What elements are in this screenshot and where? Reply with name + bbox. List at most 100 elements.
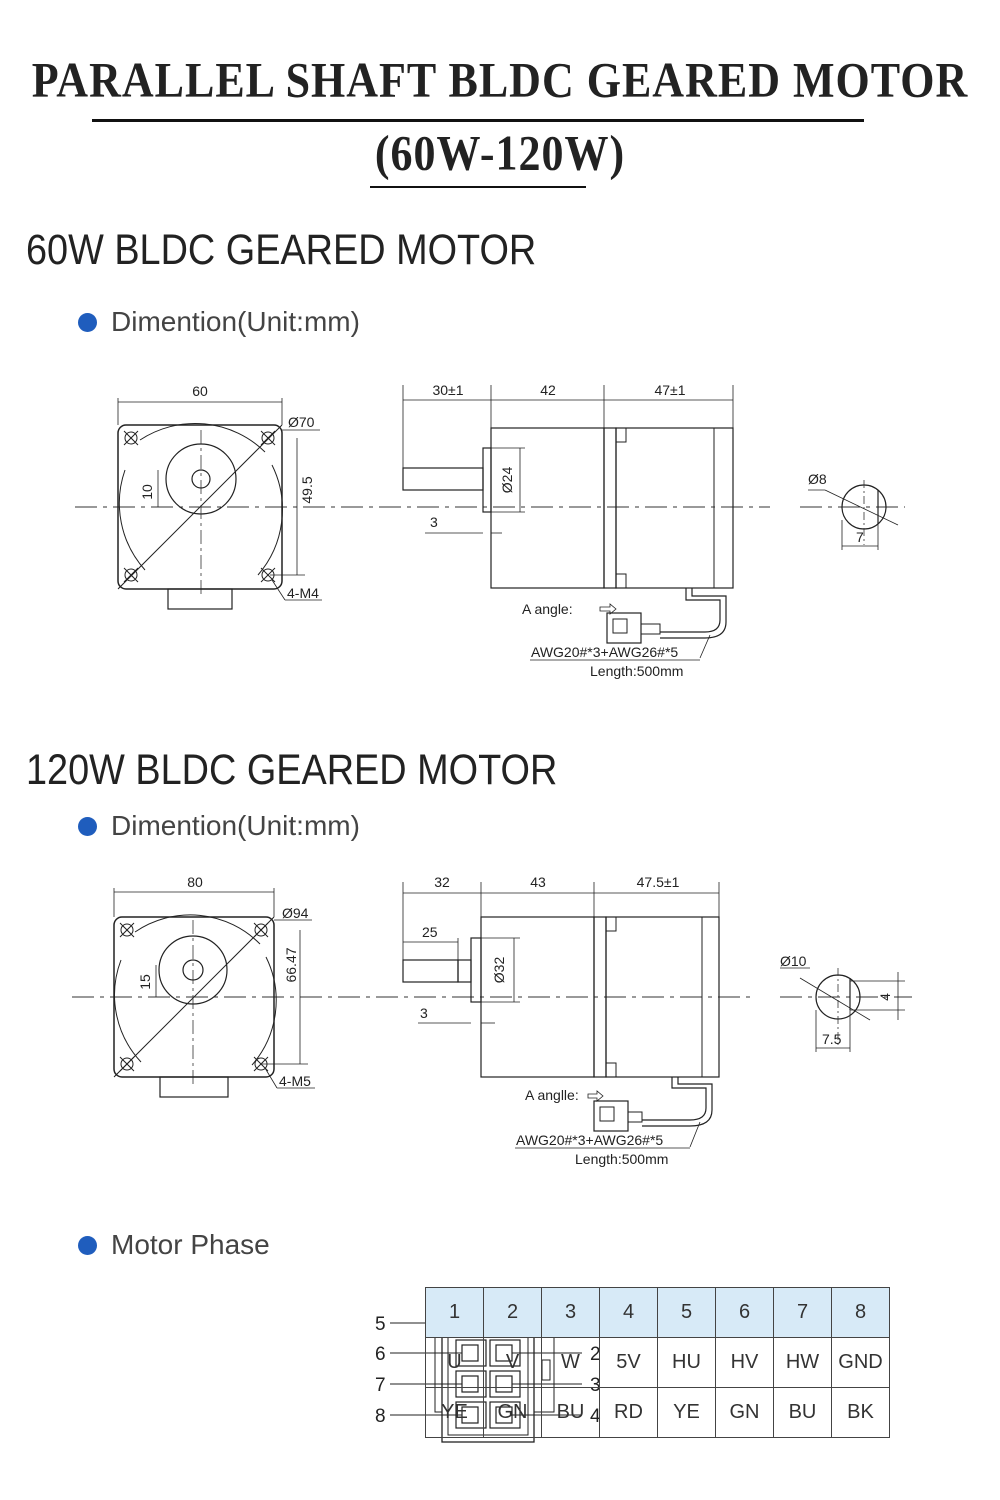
dim-gear-length: 42 bbox=[540, 382, 556, 398]
side-view-120w: 32 43 47.5±1 25 Ø32 3 A anglle: AWG20#*3… bbox=[402, 874, 720, 1167]
table-cell: GN bbox=[715, 1387, 774, 1438]
dim-boss-diameter: Ø24 bbox=[499, 467, 515, 494]
gear-boss bbox=[165, 443, 237, 515]
connector-block bbox=[159, 1076, 229, 1098]
boss bbox=[482, 447, 492, 513]
page-title-line1: PARALLEL SHAFT BLDC GEARED MOTOR bbox=[31, 53, 969, 108]
dim-step: 3 bbox=[430, 514, 438, 530]
dim-motor-length: 47.5±1 bbox=[637, 874, 680, 890]
table-cell: V bbox=[483, 1337, 542, 1388]
motor-phase-table: 1 2 3 4 5 6 7 8 U V W 5V HU HV HW GND YE… bbox=[425, 1287, 890, 1438]
flange-arc bbox=[139, 423, 266, 453]
mount-holes bbox=[123, 430, 276, 583]
wire-spec: AWG20#*3+AWG26#*5 bbox=[516, 1132, 663, 1148]
dimension-label-text: Dimention(Unit:mm) bbox=[111, 306, 360, 337]
shaft-section-60w: Ø8 7 bbox=[808, 471, 899, 550]
arrow-icon bbox=[587, 1090, 604, 1102]
flange-arc bbox=[118, 469, 146, 571]
dimension-label-120w: Dimention(Unit:mm) bbox=[78, 810, 360, 842]
dim-gear-length: 43 bbox=[530, 874, 546, 890]
dimension-label-60w: Dimention(Unit:mm) bbox=[78, 306, 360, 338]
title2-underline bbox=[370, 186, 586, 188]
bullet-icon bbox=[78, 312, 97, 332]
shaft-key-label: 4 bbox=[877, 993, 893, 1001]
pin-label-left: 5 bbox=[375, 1314, 386, 1335]
table-cell: HV bbox=[715, 1337, 774, 1388]
cable bbox=[642, 1077, 707, 1121]
dim-holes-label: 4-M5 bbox=[279, 1073, 311, 1089]
table-cell: 4 bbox=[599, 1287, 658, 1338]
shaft-flat-label: 7 bbox=[856, 529, 864, 545]
title-underline bbox=[92, 119, 864, 122]
front-view-60w: 60 Ø70 49.5 10 4-M4 bbox=[117, 383, 322, 610]
table-cell: YE bbox=[657, 1387, 716, 1438]
pin-label-left: 8 bbox=[375, 1406, 386, 1427]
arrow-icon bbox=[599, 603, 617, 615]
table-cell: GN bbox=[483, 1387, 542, 1438]
table-cell: W bbox=[541, 1337, 600, 1388]
motor-body bbox=[615, 427, 734, 589]
diagonal-line bbox=[117, 424, 283, 590]
heading-60w: 60W BLDC GEARED MOTOR bbox=[26, 226, 537, 274]
dim-shaft-length: 32 bbox=[434, 874, 450, 890]
drawing-60w: 60 Ø70 49.5 10 4-M4 30±1 42 47±1 bbox=[75, 382, 905, 679]
table-cell: 6 bbox=[715, 1287, 774, 1338]
dim-height-label: 66.47 bbox=[283, 947, 299, 982]
table-cell: RD bbox=[599, 1387, 658, 1438]
table-cell: BU bbox=[773, 1387, 832, 1438]
angle-label: A anglle: bbox=[525, 1087, 579, 1103]
dim-offset-label: 10 bbox=[139, 484, 155, 500]
dim-shaft-length: 30±1 bbox=[432, 382, 463, 398]
table-cell: 2 bbox=[483, 1287, 542, 1338]
dim-width-label: 60 bbox=[192, 383, 208, 399]
shaft-flat-label: 7.5 bbox=[822, 1031, 842, 1047]
table-row: U V W 5V HU HV HW GND bbox=[425, 1337, 890, 1388]
connector-plug bbox=[593, 1100, 629, 1132]
dim-offset-label: 15 bbox=[137, 974, 153, 990]
shaft-diameter-label: Ø8 bbox=[808, 471, 827, 487]
dim-height-label: 49.5 bbox=[299, 476, 315, 503]
diagonal-line bbox=[113, 916, 275, 1078]
dim-diameter-label: Ø94 bbox=[282, 905, 309, 921]
dim-key-length: 25 bbox=[422, 924, 438, 940]
table-cell: 1 bbox=[425, 1287, 484, 1338]
wire-length: Length:500mm bbox=[575, 1151, 668, 1167]
dim-width-label: 80 bbox=[187, 874, 203, 890]
dim-holes-label: 4-M4 bbox=[287, 585, 319, 601]
output-shaft bbox=[402, 959, 459, 983]
table-cell: 5V bbox=[599, 1337, 658, 1388]
bullet-icon bbox=[78, 816, 97, 836]
bullet-icon bbox=[78, 1235, 97, 1255]
shaft-section-120w: Ø10 7.5 4 bbox=[780, 953, 905, 1052]
table-cell: HU bbox=[657, 1337, 716, 1388]
table-cell: U bbox=[425, 1337, 484, 1388]
dimension-label-text: Dimention(Unit:mm) bbox=[111, 810, 360, 841]
motor-body bbox=[605, 916, 720, 1078]
connector-plug bbox=[606, 612, 642, 644]
wire-length: Length:500mm bbox=[590, 663, 683, 679]
boss bbox=[470, 937, 482, 1003]
heading-120w: 120W BLDC GEARED MOTOR bbox=[26, 746, 558, 794]
front-view-120w: 80 Ø94 66.47 15 4-M5 bbox=[113, 874, 315, 1098]
page-title-line2: (60W-120W) bbox=[374, 126, 626, 181]
side-view-60w: 30±1 42 47±1 Ø24 3 A angle: AWG20#*3+AWG… bbox=[402, 382, 734, 679]
table-cell: 8 bbox=[831, 1287, 890, 1338]
dim-motor-length: 47±1 bbox=[654, 382, 685, 398]
table-cell: HW bbox=[773, 1337, 832, 1388]
output-shaft bbox=[402, 467, 484, 491]
table-cell: BU bbox=[541, 1387, 600, 1438]
mount-holes bbox=[119, 922, 269, 1072]
table-cell: 5 bbox=[657, 1287, 716, 1338]
dim-step: 3 bbox=[420, 1005, 428, 1021]
table-row: 1 2 3 4 5 6 7 8 bbox=[425, 1287, 890, 1338]
flange-arc bbox=[257, 464, 283, 576]
motor-phase-label-text: Motor Phase bbox=[111, 1229, 270, 1260]
adapter-plate bbox=[603, 427, 617, 589]
wire-spec: AWG20#*3+AWG26#*5 bbox=[531, 644, 678, 660]
drawing-120w: 80 Ø94 66.47 15 4-M5 32 43 47.5±1 25 bbox=[72, 874, 912, 1167]
pin-label-left: 6 bbox=[375, 1344, 386, 1365]
gearbox-body bbox=[490, 427, 605, 589]
shaft-diameter-label: Ø10 bbox=[780, 953, 807, 969]
table-cell: 3 bbox=[541, 1287, 600, 1338]
table-cell: 7 bbox=[773, 1287, 832, 1338]
